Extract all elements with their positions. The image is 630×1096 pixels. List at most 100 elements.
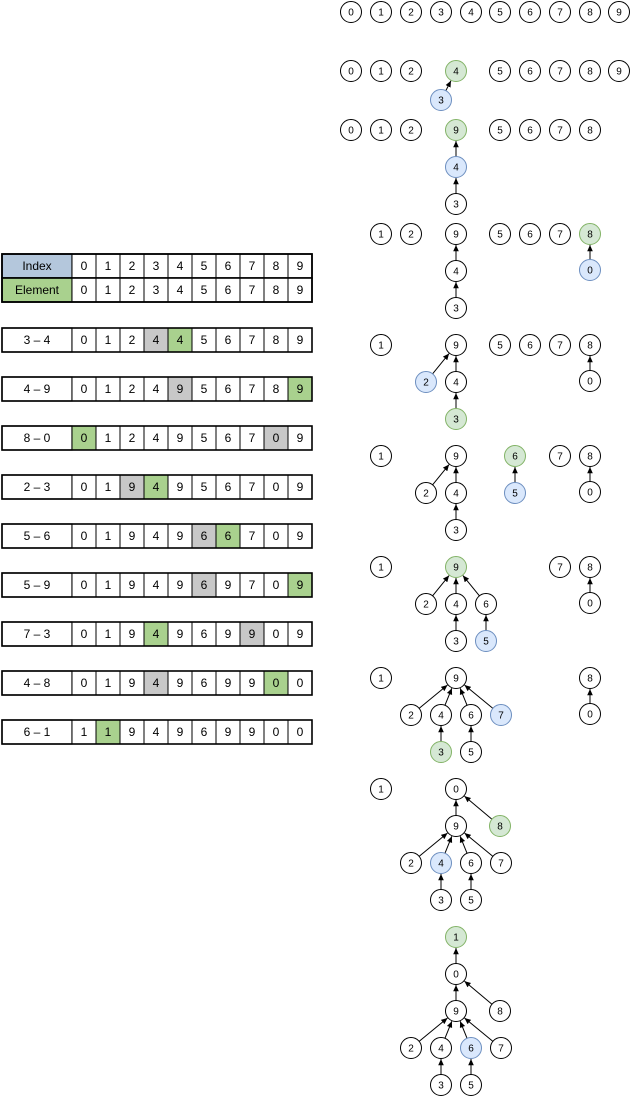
tree-node-label: 5: [483, 637, 489, 648]
tree-node: [370, 445, 392, 467]
cell-value: 9: [129, 725, 136, 739]
tree-node: [549, 556, 571, 578]
tree-node: [549, 1, 571, 23]
row-border: [1, 376, 313, 402]
row-border: [1, 425, 313, 451]
table-cell: [143, 621, 169, 647]
parent-link-arrow: [464, 980, 493, 1005]
tree-node-label: 0: [587, 266, 593, 277]
tree-node-label: 6: [468, 1044, 474, 1055]
cell-value: 7: [249, 382, 256, 396]
cell-value: 1: [105, 259, 112, 273]
cell-value: 7: [249, 578, 256, 592]
tree-node-label: 2: [423, 489, 429, 500]
tree-node-label: 2: [408, 1044, 414, 1055]
tree-node: [519, 119, 541, 141]
row-label: 5 – 6: [24, 529, 51, 543]
tree-node: [445, 630, 467, 652]
tree-node: [489, 1, 511, 23]
tree-node: [340, 60, 362, 82]
parent-link-arrow: [445, 80, 452, 91]
tree-node-label: 6: [512, 452, 518, 463]
tree-node: [490, 852, 512, 874]
tree-node-label: 3: [438, 1081, 444, 1092]
tree-node-label: 1: [378, 8, 384, 19]
table-cell: [167, 523, 193, 549]
cell-value: 2: [129, 431, 136, 445]
tree-node-label: 0: [587, 488, 593, 499]
tree-node-label: 2: [408, 67, 414, 78]
table-cell: [215, 253, 241, 279]
tree-node-label: 9: [453, 126, 459, 137]
tree-node-label: 2: [408, 126, 414, 137]
tree-node: [490, 1037, 512, 1059]
table-cell: [95, 621, 121, 647]
tree-node: [475, 630, 497, 652]
cell-value: 4: [153, 627, 160, 641]
cell-value: 6: [201, 529, 208, 543]
tree-node: [549, 119, 571, 141]
tree-node: [445, 334, 467, 356]
row-border: [1, 670, 313, 696]
tree-node: [579, 334, 601, 356]
tree-node-label: 4: [453, 267, 459, 278]
tree-node-label: 6: [527, 126, 533, 137]
tree-node: [445, 445, 467, 467]
tree-node-label: 2: [408, 711, 414, 722]
tree-node: [445, 260, 467, 282]
tree-node: [430, 889, 452, 911]
cell-value: 0: [81, 431, 88, 445]
tree-node: [579, 1, 601, 23]
tree-node-label: 7: [557, 126, 563, 137]
tree-node-label: 2: [423, 378, 429, 389]
tree-node-label: 7: [557, 452, 563, 463]
cell-value: 0: [273, 725, 280, 739]
row-label: Index: [22, 259, 51, 273]
tree-node-label: 7: [557, 341, 563, 352]
tree-node: [445, 963, 467, 985]
tree-node: [445, 593, 467, 615]
tree-node: [489, 815, 511, 837]
tree-node-label: 3: [453, 200, 459, 211]
tree-node: [370, 334, 392, 356]
cell-value: 9: [297, 431, 304, 445]
cell-value: 9: [225, 676, 232, 690]
tree-node: [549, 60, 571, 82]
cell-value: 9: [177, 431, 184, 445]
table-cell: [143, 523, 169, 549]
table-cell: [119, 670, 145, 696]
tree-node: [400, 852, 422, 874]
cell-value: 5: [201, 382, 208, 396]
tree-node-label: 2: [408, 859, 414, 870]
cell-value: 7: [249, 431, 256, 445]
cell-value: 9: [177, 382, 184, 396]
tree-node-label: 0: [348, 8, 354, 19]
tree-node: [430, 852, 452, 874]
tree-node: [415, 482, 437, 504]
cell-value: 9: [297, 283, 304, 297]
tree-node: [489, 60, 511, 82]
tree-node-label: 9: [453, 230, 459, 241]
tree-node-label: 5: [497, 126, 503, 137]
tree-node-label: 3: [438, 8, 444, 19]
tree-node-label: 4: [453, 67, 459, 78]
cell-value: 7: [249, 259, 256, 273]
tree-node: [579, 481, 601, 503]
tree-node: [445, 482, 467, 504]
cell-value: 0: [273, 480, 280, 494]
cell-value: 0: [273, 431, 280, 445]
table-cell: [143, 425, 169, 451]
tree-node: [430, 1, 452, 23]
tree-node: [490, 704, 512, 726]
table-cell: [167, 327, 193, 353]
tree-node: [579, 119, 601, 141]
tree-node-label: 6: [527, 341, 533, 352]
cell-value: 0: [273, 627, 280, 641]
cell-value: 9: [297, 382, 304, 396]
cell-value: 1: [105, 382, 112, 396]
